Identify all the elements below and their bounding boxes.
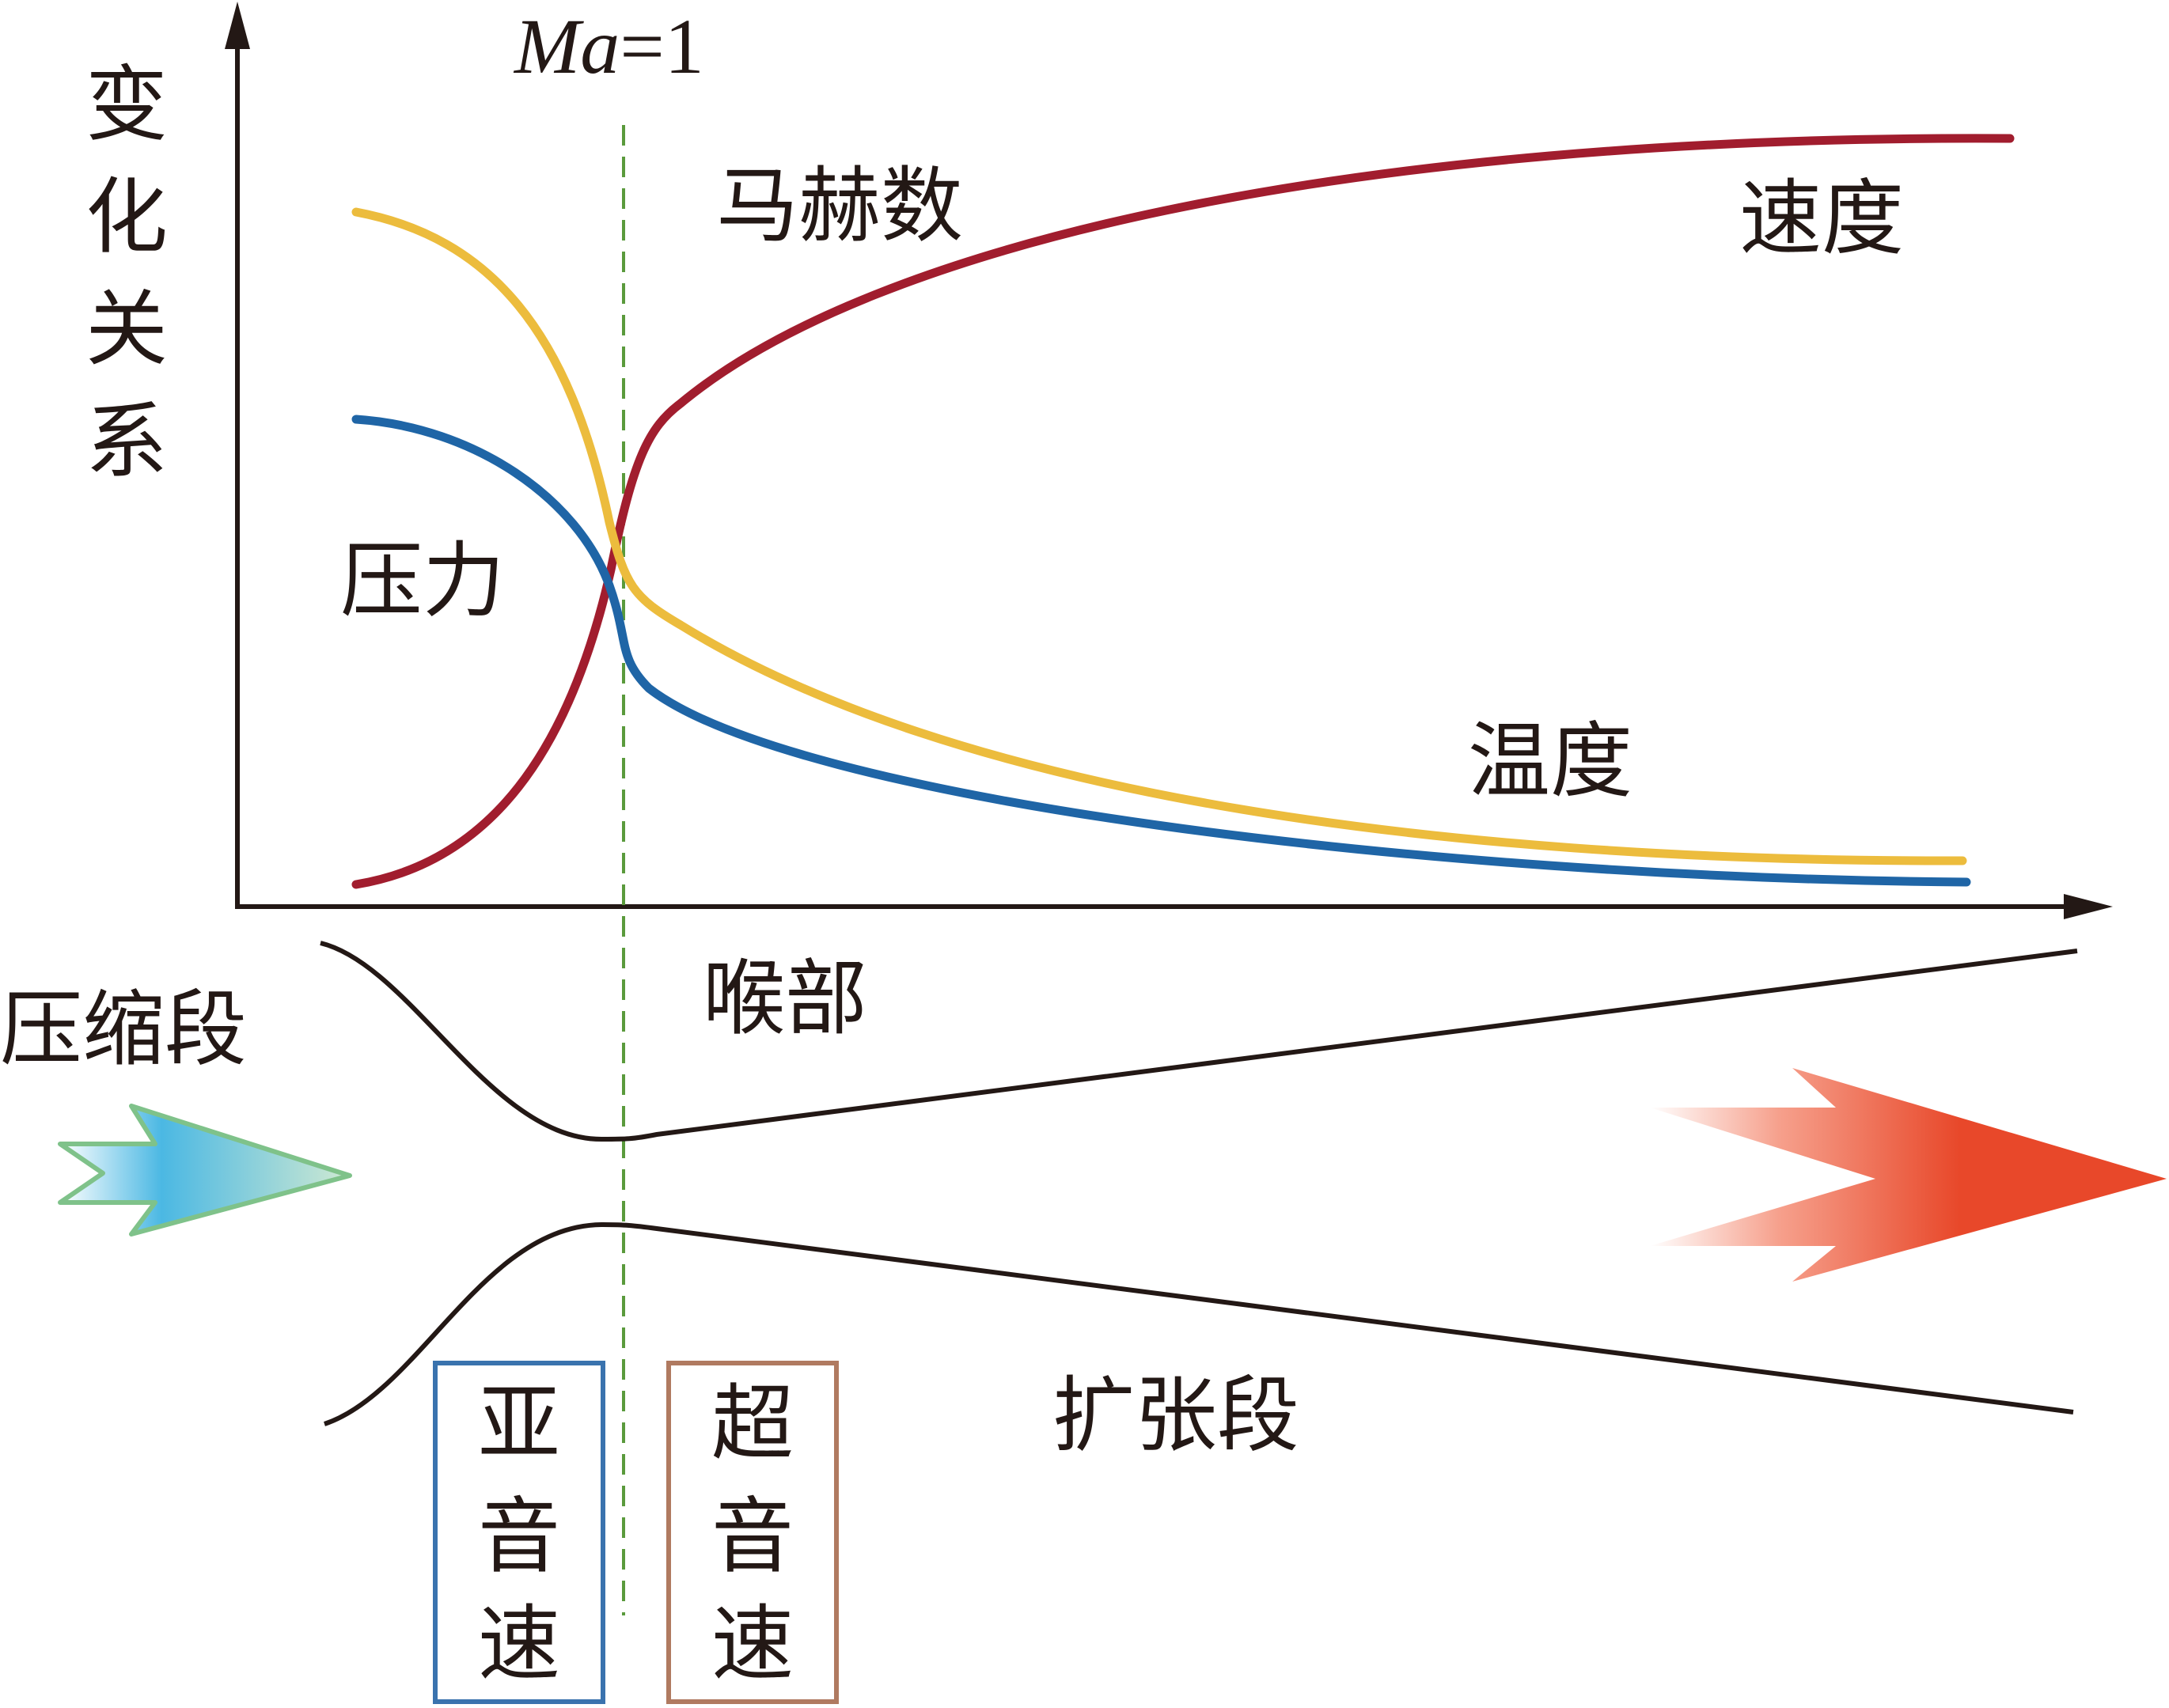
throat-label: 喉部 bbox=[703, 950, 867, 1047]
y-axis-arrow-icon bbox=[225, 2, 250, 49]
x-axis-arrow-icon bbox=[2064, 894, 2113, 919]
axes bbox=[225, 2, 2113, 919]
nozzle-upper-wall bbox=[320, 941, 2078, 1142]
y-axis-label-char: 系 bbox=[85, 393, 168, 490]
mach-velocity-curve bbox=[351, 134, 2015, 889]
y-axis-label: 变 化 关 系 bbox=[85, 56, 168, 490]
supersonic-char: 音 bbox=[711, 1488, 794, 1585]
subsonic-char: 速 bbox=[478, 1596, 560, 1692]
curves bbox=[351, 134, 2015, 889]
converging-section-label: 压缩段 bbox=[0, 981, 247, 1077]
supersonic-char: 速 bbox=[711, 1596, 794, 1692]
supersonic-region-box: 超 音 速 bbox=[666, 1361, 839, 1704]
mach-number-label: 马赫数 bbox=[716, 157, 963, 254]
y-axis-label-char: 关 bbox=[85, 281, 168, 377]
subsonic-char: 音 bbox=[478, 1488, 560, 1585]
temperature-curve bbox=[351, 207, 1967, 865]
diverging-section-label: 扩张段 bbox=[1052, 1367, 1299, 1464]
ma-symbol: Ma bbox=[513, 2, 620, 90]
y-axis-label-char: 化 bbox=[85, 169, 168, 265]
nozzle-lower-wall bbox=[324, 1221, 2074, 1426]
velocity-label: 速度 bbox=[1739, 170, 1904, 267]
pressure-curve bbox=[351, 415, 1971, 887]
pressure-label: 压力 bbox=[340, 532, 505, 629]
temperature-label: 温度 bbox=[1468, 713, 1632, 809]
ma-value: =1 bbox=[620, 2, 703, 90]
inlet-flow-arrow-icon bbox=[58, 1104, 352, 1237]
subsonic-char: 亚 bbox=[478, 1375, 560, 1471]
supersonic-char: 超 bbox=[711, 1375, 794, 1471]
y-axis-label-char: 变 bbox=[85, 56, 168, 153]
nozzle bbox=[320, 941, 2078, 1426]
ma-equals-one-label: Ma=1 bbox=[513, 2, 704, 90]
subsonic-region-box: 亚 音 速 bbox=[433, 1361, 605, 1704]
outlet-flow-arrow-icon bbox=[1650, 1068, 2167, 1282]
